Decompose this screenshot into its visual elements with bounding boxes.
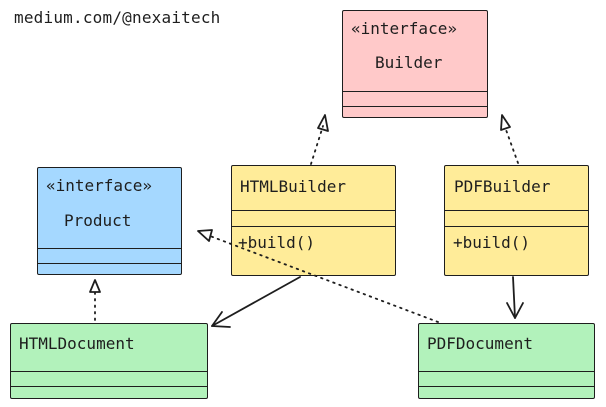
realization-arrowhead-html-builder	[317, 114, 329, 132]
builder-stereotype: «interface»	[351, 19, 457, 38]
create-line-pdf	[512, 276, 516, 319]
realization-arrowhead-html-document	[89, 279, 101, 293]
create-arrowhead-html	[211, 311, 231, 328]
pdf-builder-method: +build()	[453, 233, 531, 252]
product-name: Product	[64, 211, 132, 230]
pdf-builder-box: PDFBuilder +build()	[444, 165, 589, 276]
realization-line-html-builder	[310, 125, 324, 165]
pdf-document-divider-2	[419, 386, 594, 387]
product-divider-1	[38, 248, 181, 249]
realization-arrowhead-pdf-builder	[500, 114, 511, 131]
html-builder-divider-2	[232, 226, 395, 227]
create-arrowhead-pdf	[506, 302, 524, 319]
product-divider-2	[38, 263, 181, 264]
html-builder-method: +build()	[238, 233, 316, 252]
html-document-divider-2	[11, 386, 207, 387]
watermark-text: medium.com/@nexaitech	[14, 8, 221, 27]
html-builder-box: HTMLBuilder +build()	[231, 165, 396, 276]
create-line-html	[211, 276, 301, 327]
pdf-document-box: PDFDocument	[418, 323, 595, 399]
realization-line-pdf-builder	[504, 126, 519, 164]
html-document-name: HTMLDocument	[19, 334, 135, 353]
html-builder-divider-1	[232, 210, 395, 211]
pdf-builder-divider-2	[445, 226, 588, 227]
html-document-box: HTMLDocument	[10, 323, 208, 399]
html-builder-name: HTMLBuilder	[240, 177, 346, 196]
pdf-builder-divider-1	[445, 210, 588, 211]
pdf-builder-name: PDFBuilder	[454, 177, 551, 196]
product-interface-box: «interface» Product	[37, 167, 182, 275]
builder-interface-box: «interface» Builder	[342, 10, 488, 118]
realization-arrowhead-pdf-document	[197, 229, 213, 242]
html-document-divider-1	[11, 371, 207, 372]
builder-name: Builder	[375, 53, 443, 72]
product-stereotype: «interface»	[46, 176, 152, 195]
pdf-document-divider-1	[419, 371, 594, 372]
pdf-document-name: PDFDocument	[427, 334, 533, 353]
builder-divider-2	[343, 106, 487, 107]
builder-divider-1	[343, 91, 487, 92]
